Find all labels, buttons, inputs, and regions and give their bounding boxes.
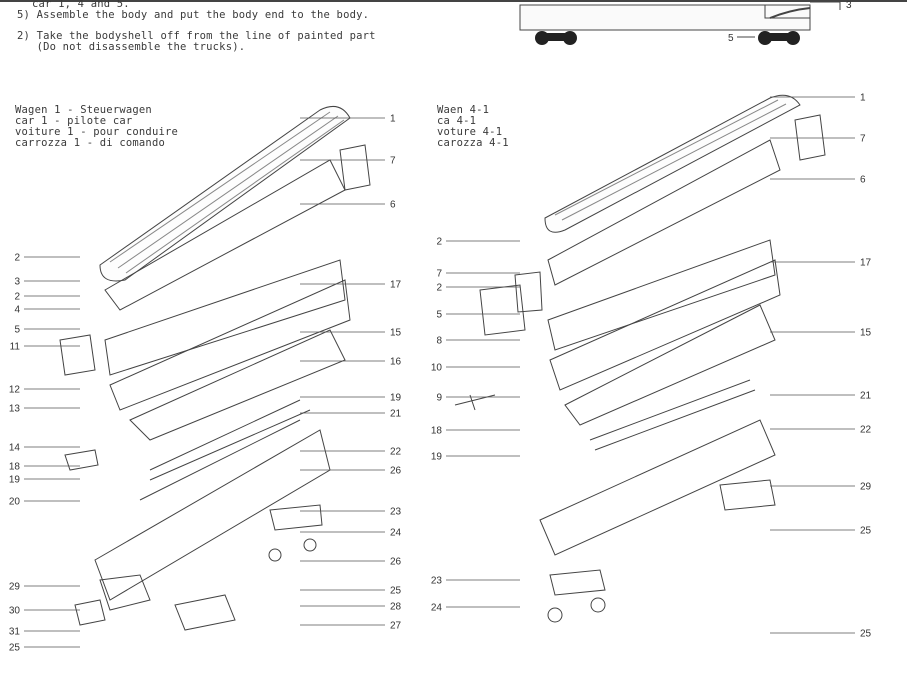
callout-30: 30 xyxy=(9,606,21,617)
callout-22: 22 xyxy=(390,447,402,458)
callout-9: 9 xyxy=(436,393,442,404)
top-car-side-view xyxy=(519,1,841,45)
callout-21: 21 xyxy=(390,409,402,420)
callout-27: 27 xyxy=(390,621,402,632)
car-1-parts xyxy=(59,105,371,631)
title-line: voture 4-1 xyxy=(437,126,503,138)
top-callout-5: 5 xyxy=(728,33,734,44)
callout-2: 2 xyxy=(436,283,442,294)
title-line: carrozza 1 - di comando xyxy=(15,137,165,149)
callout-20: 20 xyxy=(9,497,21,508)
callout-2: 2 xyxy=(14,292,20,303)
title-line: car 1 - pilote car xyxy=(15,115,133,127)
wheel-truck-icon xyxy=(535,31,800,45)
callout-18: 18 xyxy=(9,462,21,473)
callout-18: 18 xyxy=(431,426,443,437)
callout-5: 5 xyxy=(14,325,20,336)
callout-1: 1 xyxy=(390,114,396,125)
top-callout-3: 3 xyxy=(846,0,852,11)
callout-13: 13 xyxy=(9,404,21,415)
callout-10: 10 xyxy=(431,363,443,374)
callout-14: 14 xyxy=(9,443,21,454)
callout-4: 4 xyxy=(14,305,20,316)
callout-1: 1 xyxy=(860,93,866,104)
callout-21: 21 xyxy=(860,391,872,402)
callout-25: 25 xyxy=(9,643,21,654)
callout-2: 2 xyxy=(436,237,442,248)
callout-8: 8 xyxy=(436,336,442,347)
callout-31: 31 xyxy=(9,627,21,638)
title-line: Wagen 1 - Steuerwagen xyxy=(15,104,152,116)
instruction-step-2-line1: 2) Take the bodyshell off from the line … xyxy=(17,30,376,42)
callout-3: 3 xyxy=(14,277,20,288)
callout-28: 28 xyxy=(390,602,402,613)
callout-19: 19 xyxy=(390,393,402,404)
callout-12: 12 xyxy=(9,385,21,396)
car-4-1-parts xyxy=(454,94,826,623)
callout-29: 29 xyxy=(860,482,872,493)
callout-labels: 2324511121314181920293031251761715161921… xyxy=(9,93,872,654)
callout-17: 17 xyxy=(390,280,402,291)
title-line: voiture 1 - pour conduire xyxy=(15,126,179,138)
callout-11: 11 xyxy=(10,342,21,353)
callout-15: 15 xyxy=(390,328,402,339)
callout-16: 16 xyxy=(390,357,402,368)
callout-2: 2 xyxy=(14,253,20,264)
callout-23: 23 xyxy=(431,576,443,587)
callout-7: 7 xyxy=(860,134,866,145)
callout-23: 23 xyxy=(390,507,402,518)
callout-25: 25 xyxy=(390,586,402,597)
instruction-step-5: 5) Assemble the body and put the body en… xyxy=(17,9,370,21)
callout-5: 5 xyxy=(436,310,442,321)
callout-6: 6 xyxy=(390,200,396,211)
instruction-step-2-line2: (Do not disassemble the trucks). xyxy=(17,41,246,53)
callout-25: 25 xyxy=(860,629,872,640)
callout-6: 6 xyxy=(860,175,866,186)
callout-17: 17 xyxy=(860,258,872,269)
callout-26: 26 xyxy=(390,557,402,568)
callout-25: 25 xyxy=(860,526,872,537)
title-line: Waen 4-1 xyxy=(437,104,490,116)
callout-24: 24 xyxy=(390,528,402,539)
callout-7: 7 xyxy=(390,156,396,167)
callout-15: 15 xyxy=(860,328,872,339)
callout-26: 26 xyxy=(390,466,402,477)
callout-19: 19 xyxy=(431,452,443,463)
scan-edge xyxy=(0,0,907,2)
instruction-car-list: car 1, 4 and 5. xyxy=(32,0,130,10)
callout-22: 22 xyxy=(860,425,872,436)
callout-24: 24 xyxy=(431,603,443,614)
title-line: ca 4-1 xyxy=(437,115,477,127)
callout-29: 29 xyxy=(9,582,21,593)
title-line: carozza 4-1 xyxy=(437,137,509,149)
callout-7: 7 xyxy=(436,269,442,280)
callout-19: 19 xyxy=(9,475,21,486)
